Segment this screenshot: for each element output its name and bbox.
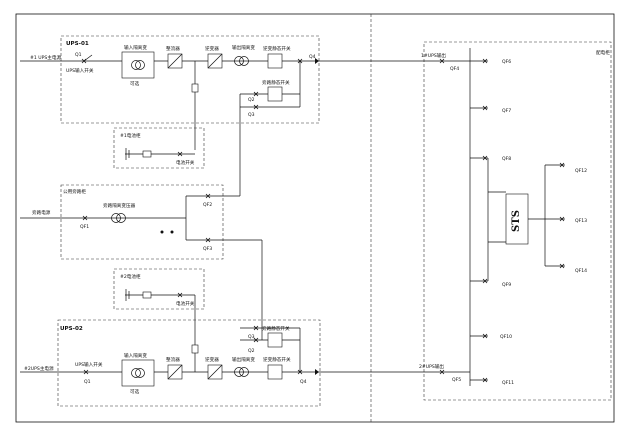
ups2-bypass-static-switch — [267, 332, 283, 348]
ups2-input-switch-label: UPS输入开关 — [75, 361, 103, 368]
ups1-input-transformer-label: 输入隔离变 — [124, 44, 147, 51]
qf2-label: QF2 — [203, 202, 212, 208]
ups1-output-transformer — [234, 56, 244, 66]
ups1-bypass-static-label: 旁路静态开关 — [262, 79, 290, 86]
battery1-title: #1电池柜 — [120, 132, 141, 139]
battery1-cabinet — [113, 127, 205, 169]
feeder-qf13 — [545, 216, 565, 222]
sts-label: STS — [511, 210, 522, 232]
qf1-label: QF1 — [80, 224, 89, 230]
qf8-label: QF8 — [502, 156, 511, 162]
ups1-q2-label: Q2 — [248, 97, 255, 103]
ups1-cabinet — [60, 35, 320, 124]
ups1-input-transformer — [121, 51, 155, 79]
ups1-q4-label: Q4 — [309, 54, 316, 60]
ups1-rectifier-label: 整流器 — [166, 45, 180, 52]
ups2-bypass-static-label: 旁路静态开关 — [262, 325, 290, 332]
ups1-q1-breaker — [81, 54, 93, 64]
distribution-cabinet — [423, 41, 612, 401]
battery1-switch-label: 电池开关 — [176, 159, 195, 166]
qf5-label: QF5 — [452, 377, 461, 383]
ups2-q3-label: Q3 — [248, 334, 255, 340]
qf12-label: QF12 — [575, 168, 587, 174]
qf14-label: QF14 — [575, 268, 587, 274]
ups2-q4-label: Q4 — [300, 379, 307, 385]
battery2-switch-label: 电池开关 — [176, 300, 195, 307]
battery2-cabinet — [113, 268, 205, 310]
ups2-source-label: #2UPS主电源 — [24, 365, 54, 372]
feeder-qf11 — [470, 377, 488, 383]
ups1-output-transformer-label: 输出隔离变 — [232, 44, 255, 51]
qf3-label: QF3 — [203, 246, 212, 252]
qf7-label: QF7 — [502, 108, 511, 114]
qf6-label: QF6 — [502, 59, 511, 65]
common-bypass-cabinet — [60, 184, 224, 260]
ups2-output-transformer — [234, 367, 244, 377]
distribution-title: 配电柜 — [596, 49, 610, 56]
ups1-input-switch-label: UPS输入开关 — [66, 67, 94, 74]
ups2-input-transformer — [121, 359, 155, 387]
battery2-title: #2电池柜 — [120, 273, 141, 280]
feeder-qf10 — [470, 333, 488, 339]
qf10-label: QF10 — [500, 334, 512, 340]
ups1-inverter-static-label: 逆变静态开关 — [263, 45, 291, 52]
ups2-cabinet — [57, 319, 321, 407]
ups2-q2-label: Q2 — [248, 348, 255, 354]
ups1-source-label: #1 UPS主电源 — [30, 54, 61, 61]
qf4-label: QF4 — [450, 66, 459, 72]
feeder-qf9 — [470, 278, 488, 284]
ups1-output-label: 1#UPS输出 — [421, 52, 446, 59]
ups2-q1-label: Q1 — [84, 379, 91, 385]
ups1-optional-label: 可选 — [130, 80, 140, 87]
ups1-q3-label: Q3 — [248, 112, 255, 118]
feeder-qf12 — [545, 162, 565, 168]
ups2-inverter-label: 逆变器 — [205, 356, 219, 363]
ups2-output-label: 2#UPS输出 — [419, 363, 444, 370]
ups2-input-transformer-label: 输入隔离变 — [124, 352, 147, 359]
common-bypass-title: 公用旁路柜 — [63, 188, 86, 195]
ups2-inverter-static-switch — [267, 364, 283, 380]
qf13-label: QF13 — [575, 218, 587, 224]
ups1-bypass-static-switch — [267, 86, 283, 102]
outer-frame — [15, 13, 615, 423]
feeder-qf8 — [470, 155, 488, 161]
ups1-title: UPS-01 — [66, 41, 89, 47]
ups2-output-transformer-label: 输出隔离变 — [232, 356, 255, 363]
ups1-inverter-static-switch — [267, 53, 283, 69]
ups2-title: UPS-02 — [60, 326, 83, 332]
feeder-qf7 — [470, 105, 488, 111]
ups1-q1-label: Q1 — [75, 52, 82, 58]
ups2-optional-label: 可选 — [130, 388, 140, 395]
ups2-rectifier-label: 整流器 — [166, 356, 180, 363]
qf11-label: QF11 — [502, 380, 514, 386]
feeder-qf6 — [470, 58, 488, 64]
ups1-output-arrow — [315, 58, 319, 64]
feeder-qf14 — [545, 263, 565, 269]
ups2-inverter-static-label: 逆变静态开关 — [263, 356, 291, 363]
qf9-label: QF9 — [502, 282, 511, 288]
bypass-transformer-label: 旁路隔离变压器 — [103, 202, 136, 209]
bypass-source-label: 旁路电源 — [32, 209, 51, 216]
ups1-inverter-label: 逆变器 — [205, 45, 219, 52]
